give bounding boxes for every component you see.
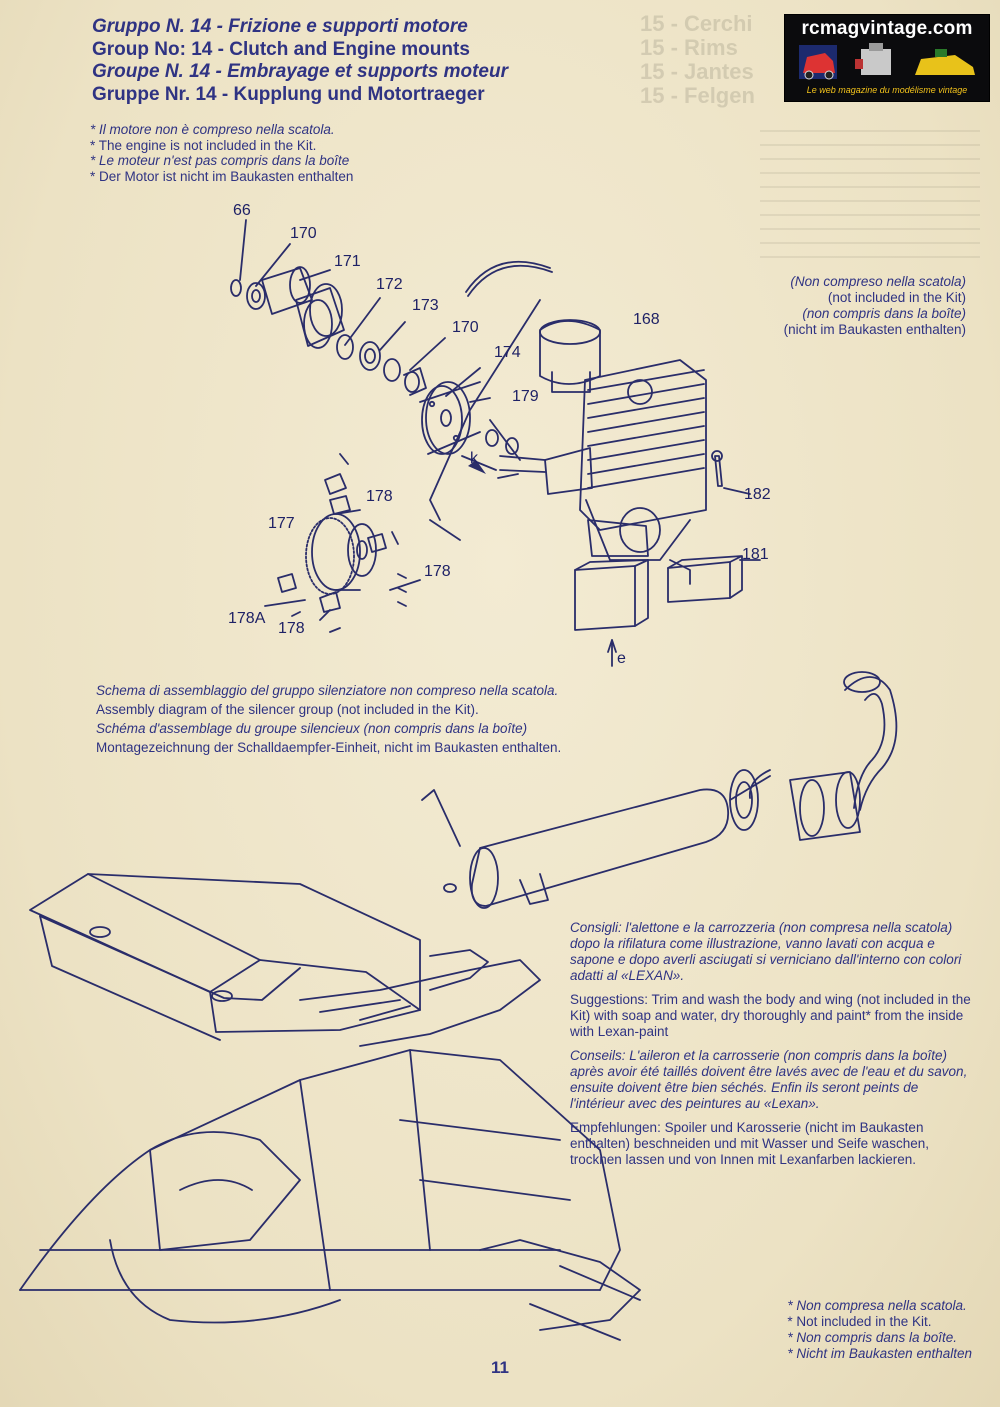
silencer-drawing <box>421 671 898 909</box>
footnotes: Non compresa nella scatola. Not included… <box>787 1298 972 1362</box>
part-172-label: 172 <box>376 276 403 293</box>
part-171-label: 171 <box>334 253 361 270</box>
body-trimming-drawing <box>19 1049 641 1341</box>
footnote-it: Non compresa nella scatola. <box>787 1298 972 1314</box>
wing-trimming-drawing <box>29 873 541 1047</box>
advice-en: Suggestions: Trim and wash the body and … <box>570 992 971 1039</box>
page-number: 11 <box>491 1358 509 1377</box>
part-181-label: 181 <box>742 546 769 563</box>
engine-note-en: The engine is not included in the Kit. <box>90 138 353 154</box>
part-k-label: k <box>470 450 478 467</box>
silencer-caption: Schema di assemblaggio del gruppo silenz… <box>96 683 576 759</box>
painting-advice: Consigli: l'alettone e la carrozzeria (n… <box>570 920 975 1176</box>
part-174-label: 174 <box>494 344 521 361</box>
footnote-fr: Non compris dans la boîte. <box>787 1330 972 1346</box>
title-french: Groupe N. 14 - Embrayage et supports mot… <box>92 61 508 82</box>
part-177-label: 177 <box>268 515 295 532</box>
group-title-block: Gruppo N. 14 - Frizione e supporti motor… <box>92 16 508 106</box>
logo-cars-icon <box>799 43 975 80</box>
part-178b-label: 178 <box>424 563 451 580</box>
nic-it: (Non compreso nella scatola) <box>790 274 966 289</box>
engine-note-de: Der Motor ist nicht im Baukasten enthalt… <box>90 169 353 185</box>
part-178c-label: 178 <box>278 620 305 637</box>
engine-parts-not-included-note: (Non compreso nella scatola) (not includ… <box>706 274 966 338</box>
part-182-label: 182 <box>744 486 771 503</box>
advice-it: Consigli: l'alettone e la carrozzeria (n… <box>570 920 962 983</box>
part-170-label: 170 <box>290 225 317 242</box>
title-german: Gruppe Nr. 14 - Kupplung und Motortraege… <box>92 83 485 105</box>
part-66-label: 66 <box>233 202 251 219</box>
engine-note-fr: Le moteur n'est pas compris dans la boît… <box>90 153 353 169</box>
advice-de: Empfehlungen: Spoiler und Karosserie (ni… <box>570 1120 929 1167</box>
part-178A-label: 178A <box>228 610 266 627</box>
nic-de: (nicht im Baukasten enthalten) <box>783 322 966 337</box>
part-178-label: 178 <box>366 488 393 505</box>
clutch-parts-drawing <box>230 219 521 633</box>
part-179-label: 179 <box>512 388 539 405</box>
silencer-caption-fr: Schéma d'assemblage du groupe silencieux… <box>96 721 528 736</box>
logo-name: rcmagvintage.com <box>801 18 973 39</box>
engine-drawing <box>429 260 761 667</box>
nic-fr: (non compris dans la boîte) <box>802 306 966 321</box>
show-through-body <box>760 130 980 270</box>
part-170b-label: 170 <box>452 319 479 336</box>
part-173-label: 173 <box>412 297 439 314</box>
title-italian: Gruppo N. 14 - Frizione e supporti motor… <box>92 16 468 37</box>
footnote-en: Not included in the Kit. <box>787 1314 972 1330</box>
engine-note-it: Il motore non è compreso nella scatola. <box>90 122 353 138</box>
site-logo[interactable]: rcmagvintage.com Le web magazine du modé… <box>784 14 990 102</box>
part-e-label: e <box>617 650 626 667</box>
silencer-caption-de: Montagezeichnung der Schalldaempfer-Einh… <box>96 740 562 755</box>
nic-en: (not included in the Kit) <box>827 290 966 305</box>
part-168-label: 168 <box>633 311 660 328</box>
silencer-caption-it: Schema di assemblaggio del gruppo silenz… <box>96 683 559 698</box>
title-english: Group No: 14 - Clutch and Engine mounts <box>92 38 470 60</box>
footnote-de: Nicht im Baukasten enthalten <box>787 1346 972 1362</box>
logo-tagline: Le web magazine du modélisme vintage <box>806 85 968 95</box>
advice-fr: Conseils: L'aileron et la carrosserie (n… <box>570 1048 968 1111</box>
silencer-caption-en: Assembly diagram of the silencer group (… <box>96 702 479 717</box>
engine-not-included-note: Il motore non è compreso nella scatola. … <box>90 122 354 185</box>
